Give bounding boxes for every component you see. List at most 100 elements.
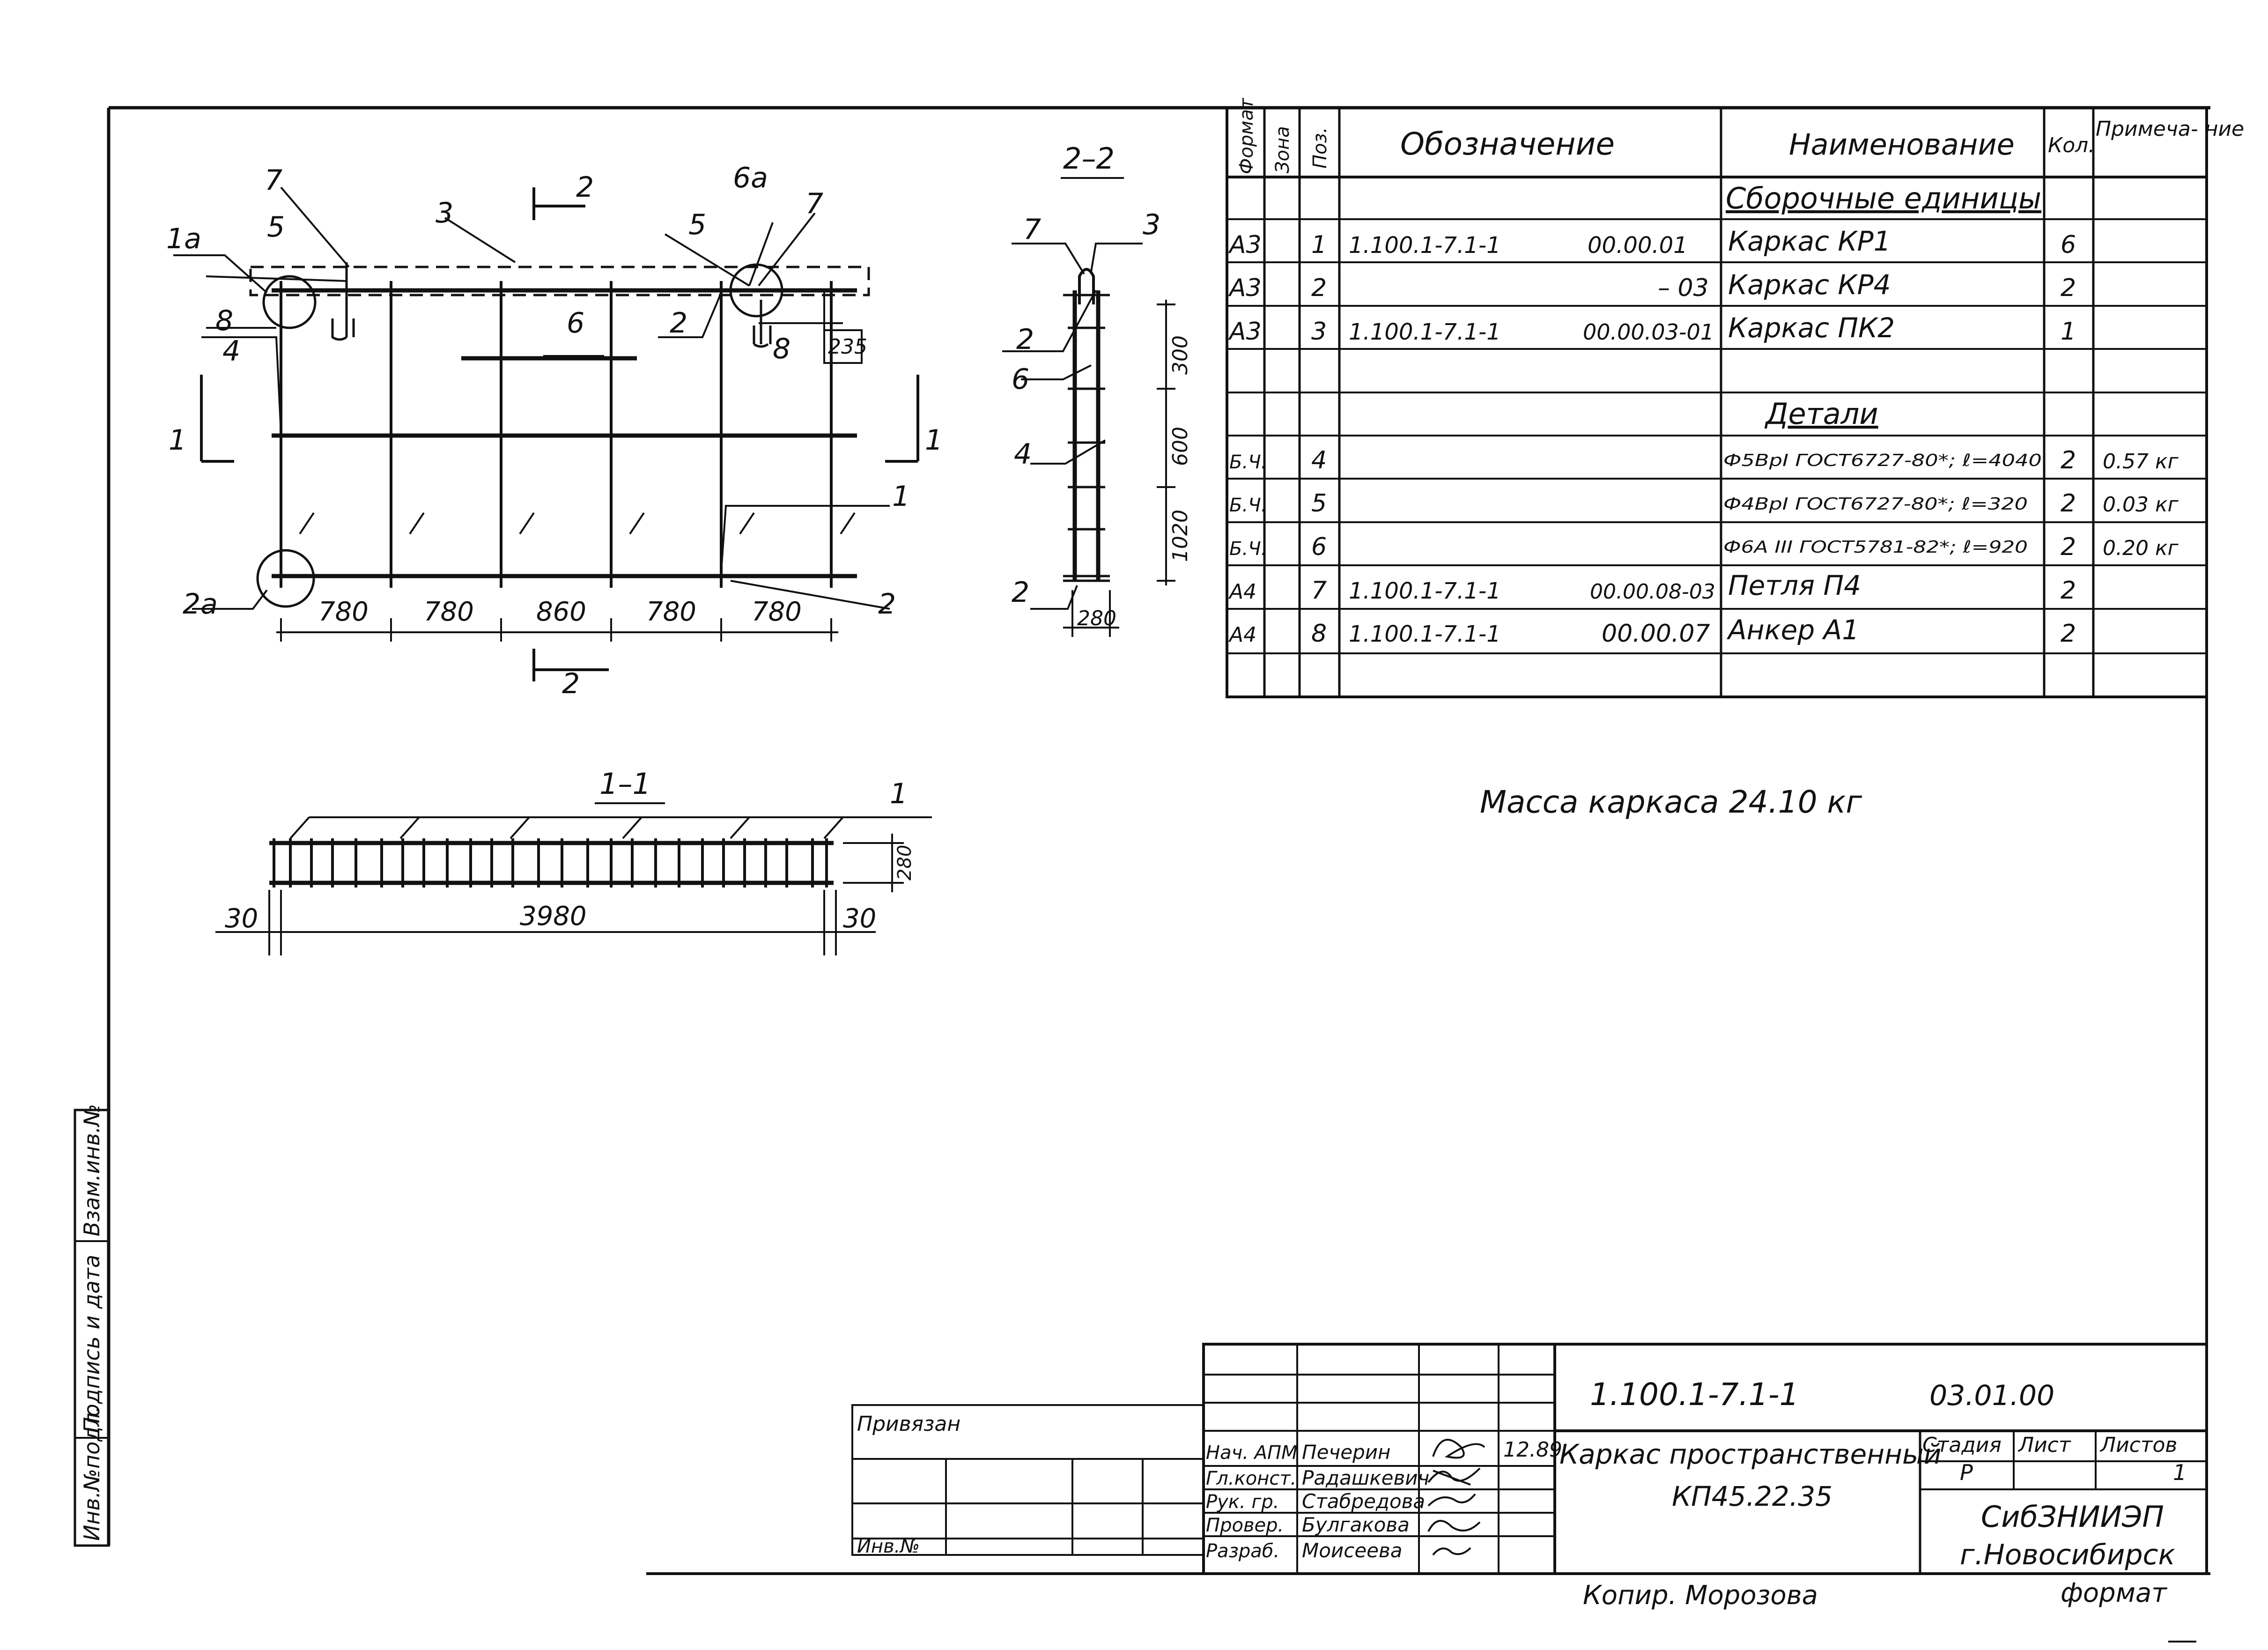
spec-cell-doc: 1.100.1-7.1-1 <box>1349 621 1501 647</box>
plan-dim-860: 860 <box>536 597 586 627</box>
section-2-2-label-4: 4 <box>1014 438 1032 471</box>
spec-header-zone: Зона <box>1272 126 1293 173</box>
title-person-3: Стабредова <box>1302 1490 1425 1513</box>
spec-cell-name: Каркас КР4 <box>1728 269 1891 301</box>
section-2-2-dim-280: 280 <box>1077 607 1116 630</box>
plan-label-2-cut-top: 2 <box>576 171 594 204</box>
spec-cell-qty: 2 <box>2061 533 2076 561</box>
spec-row: А4 7 1.100.1-7.1-1 00.00.08-03 Петля П4 … <box>1228 570 2076 605</box>
title-doc-code: 03.01.00 <box>1929 1379 2054 1412</box>
spec-cell-code: 00.00.03-01 <box>1583 319 1714 345</box>
title-role-5: Разраб. <box>1206 1540 1279 1562</box>
plan-label-7-right: 7 <box>805 187 823 220</box>
section-1-1-dim-3980: 3980 <box>520 901 587 932</box>
spec-cell-qty: 2 <box>2061 489 2076 518</box>
signature-1 <box>1432 1439 1485 1459</box>
spec-cell-qty: 2 <box>2061 620 2076 648</box>
plan-label-3: 3 <box>436 197 453 229</box>
mass-note: Масса каркаса 24.10 кг <box>1480 784 1862 820</box>
plan-label-1-rod: 1 <box>892 480 910 513</box>
spec-header-name: Наименование <box>1789 127 2015 162</box>
spec-cell-name: Петля П4 <box>1728 570 1861 601</box>
signature-2 <box>1427 1467 1481 1486</box>
plan-label-5-left: 5 <box>267 211 285 244</box>
plan-label-2-upper: 2 <box>670 307 687 340</box>
section-2-2-dim-1020: 1020 <box>1168 510 1192 562</box>
title-sheets-value: 1 <box>2173 1460 2187 1485</box>
spec-cell-qty: 2 <box>2061 274 2076 302</box>
signature-4 <box>1427 1520 1481 1532</box>
spec-cell-format: А3 <box>1228 231 1262 259</box>
title-stage-value: Р <box>1960 1460 1973 1485</box>
plan-label-8-left: 8 <box>215 304 233 337</box>
plan-dim-780-d: 780 <box>752 597 802 627</box>
section-2-2-dim-300: 300 <box>1168 335 1192 375</box>
side-stamp-inv-label: Взам.инв.№ <box>79 1104 104 1236</box>
signature-3 <box>1427 1493 1476 1507</box>
spec-row: А4 8 1.100.1-7.1-1 00.00.07 Анкер А1 2 <box>1228 614 2076 648</box>
spec-cell-name: Каркас КР1 <box>1728 225 1891 257</box>
spec-cell-format: А4 <box>1228 580 1256 604</box>
plan-label-6: 6 <box>567 307 584 340</box>
specification-table: Формат Зона Поз. Обозначение Наименовани… <box>1226 97 2244 698</box>
section-1-1-title: 1–1 <box>599 767 651 801</box>
spec-row: Б.Ч. 6 Ф6А III ГОСТ5781-82*; ℓ=920 2 0.2… <box>1229 533 2179 561</box>
spec-cell-qty: 2 <box>2061 577 2076 605</box>
spec-header-qty: Кол. <box>2048 133 2095 157</box>
spec-cell-format: А4 <box>1228 623 1256 647</box>
spec-header-designation: Обозначение <box>1400 126 1615 162</box>
spec-section-details: Детали <box>1764 397 1878 431</box>
plan-dim-780-a: 780 <box>318 597 369 627</box>
spec-header-format: Формат <box>1236 97 1257 174</box>
side-stamp-original-label: Инв.№подл. <box>79 1406 104 1541</box>
section-1-1-label-1: 1 <box>890 777 908 810</box>
spec-cell-note: 0.03 кг <box>2103 493 2179 517</box>
copied-by: Копир. Морозова <box>1583 1580 1818 1611</box>
spec-cell-name: Каркас ПК2 <box>1728 312 1895 344</box>
plan-label-2a: 2а <box>183 588 218 621</box>
title-sheets-label: Листов <box>2099 1433 2177 1457</box>
spec-cell-pos: 2 <box>1311 274 1327 302</box>
plan-label-2-rod: 2 <box>878 588 896 621</box>
spec-header-pos: Поз. <box>1309 127 1331 169</box>
spec-cell-pos: 3 <box>1311 318 1327 346</box>
plan-label-1-cut-right: 1 <box>925 424 943 457</box>
title-org-line2: г.Новосибирск <box>1960 1539 2175 1571</box>
plan-dim-780-b: 780 <box>424 597 474 627</box>
section-2-2-label-2-top: 2 <box>1016 323 1034 356</box>
title-bound-label: Привязан <box>857 1412 960 1436</box>
spec-cell-note: 0.57 кг <box>2103 450 2179 474</box>
spec-cell-doc: 1.100.1-7.1-1 <box>1349 232 1501 259</box>
format-label: формат <box>2061 1578 2167 1608</box>
spec-row: Б.Ч. 4 Ф5ВрI ГОСТ6727-80*; ℓ=4040 2 0.57… <box>1229 446 2179 474</box>
spec-cell-code: 00.00.01 <box>1588 232 1688 259</box>
section-2-2-dim-600: 600 <box>1168 427 1192 466</box>
spec-cell-format: Б.Ч. <box>1229 538 1267 560</box>
spec-cell-pos: 7 <box>1311 577 1327 605</box>
side-stamp: Взам.инв.№ Подпись и дата Инв.№подл. <box>74 1104 110 1547</box>
spec-row: А3 3 1.100.1-7.1-1 00.00.03-01 Каркас ПК… <box>1228 312 2076 346</box>
section-2-2-label-2-bottom: 2 <box>1012 576 1029 609</box>
section-2-2-label-3: 3 <box>1143 208 1160 241</box>
section-2-2-label-6: 6 <box>1012 363 1029 396</box>
title-name-line1: Каркас пространственный <box>1559 1438 1941 1470</box>
plan-label-6a: 6а <box>733 162 768 194</box>
signature-5 <box>1432 1547 1471 1556</box>
spec-row: А3 1 1.100.1-7.1-1 00.00.01 Каркас КР1 6 <box>1228 225 2076 259</box>
title-role-3: Рук. гр. <box>1206 1491 1279 1513</box>
spec-cell-pos: 1 <box>1311 231 1327 259</box>
plan-label-7-left: 7 <box>265 164 282 197</box>
section-1-1-dim-30-right: 30 <box>843 903 876 934</box>
spec-cell-note: 0.20 кг <box>2103 536 2179 560</box>
spec-cell-pos: 6 <box>1311 533 1327 561</box>
title-date: 12.89 <box>1503 1438 1562 1462</box>
section-2-2-title: 2–2 <box>1063 141 1115 176</box>
spec-cell-name: Ф4ВрI ГОСТ6727-80*; ℓ=320 <box>1723 495 2028 514</box>
title-person-4: Булгакова <box>1302 1513 1410 1536</box>
spec-cell-code: – 03 <box>1658 274 1709 302</box>
spec-section-assemblies: Сборочные единицы <box>1726 181 2041 215</box>
plan-label-2-cut-bottom: 2 <box>562 667 580 700</box>
plan-label-1a: 1а <box>166 222 201 255</box>
title-role-2: Гл.конст. <box>1206 1468 1296 1489</box>
